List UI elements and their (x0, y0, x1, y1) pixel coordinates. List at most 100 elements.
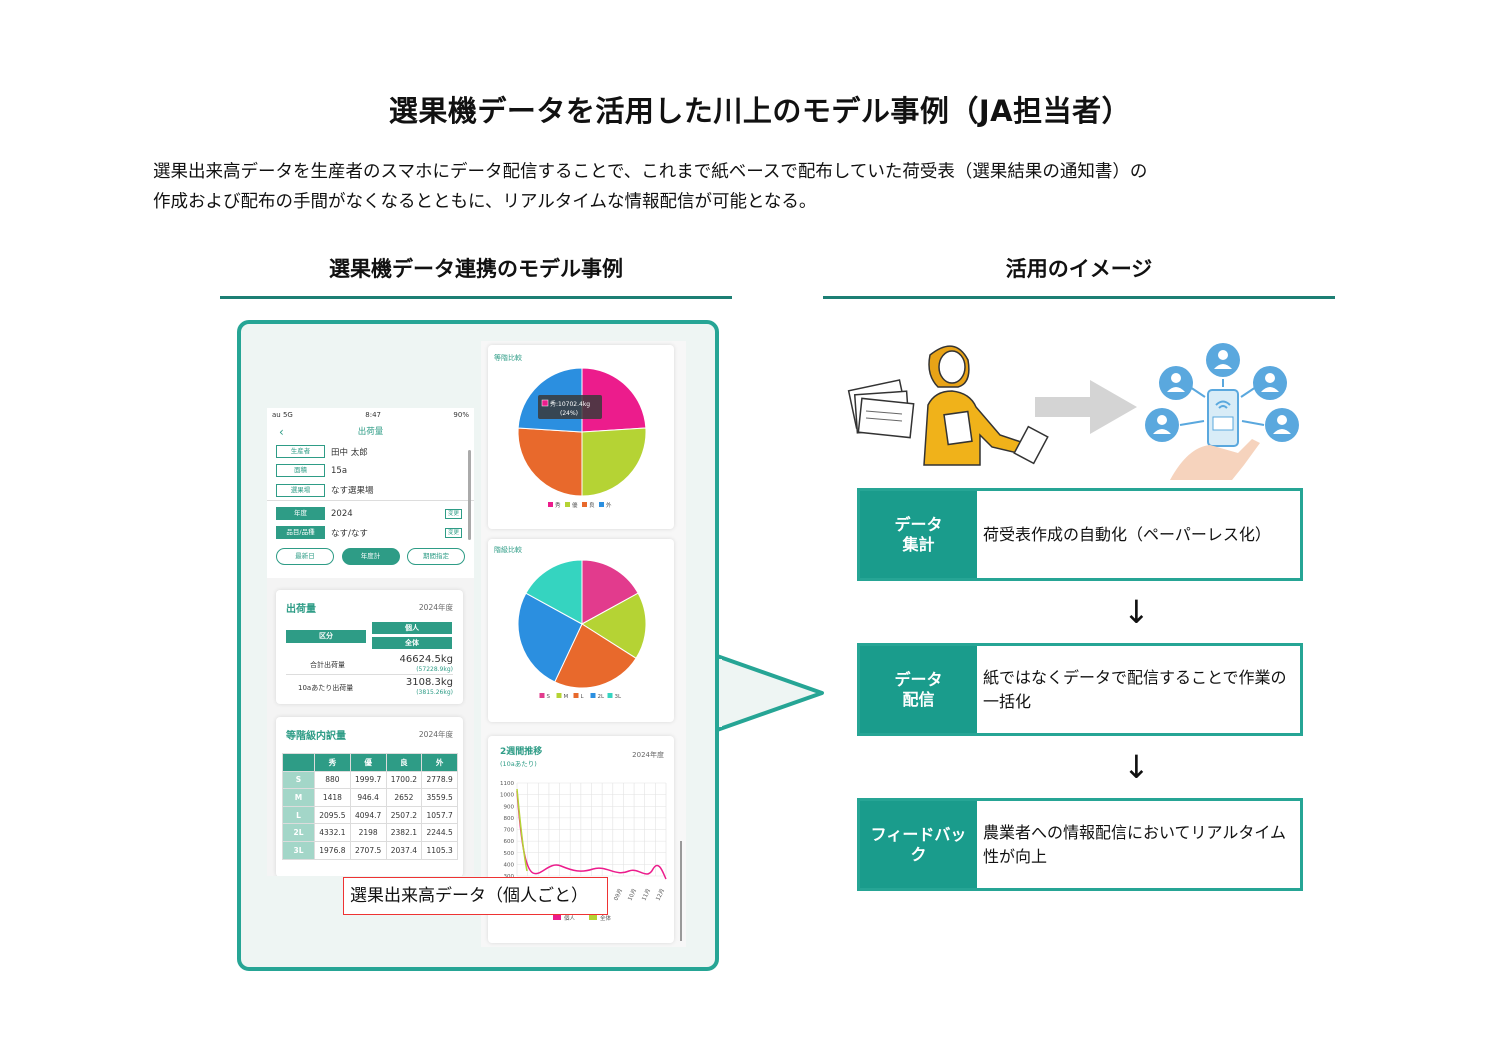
shipment-card: 出荷量 2024年度 区分 個人 全体 合計出荷量 46624.5kg (572… (276, 590, 463, 704)
flow-step-text: 紙ではなくデータで配信することで作業の一括化 (983, 667, 1287, 711)
usage-illustration (847, 343, 1299, 480)
period-segment: 最新日 年度計 期間指定 (267, 548, 474, 565)
item-value: なす/なす (331, 528, 368, 539)
class-pie-legend-swatch (607, 693, 613, 698)
field-row: 面積 15a (267, 461, 474, 480)
carrier-label: au 5G (272, 411, 293, 419)
item-change-button[interactable]: 変更 (444, 527, 462, 538)
right-section-title: 活用のイメージ (1005, 257, 1153, 281)
table-cell: 1999.7 (349, 770, 387, 790)
class-pie-legend-label: 3L (615, 694, 622, 700)
table-cell: 2778.9 (421, 770, 458, 790)
table-cell: 2382.1 (385, 823, 423, 842)
down-arrow-icon: ↓ (1123, 748, 1150, 786)
class-pie-slice (581, 592, 647, 659)
flow-step-feedback: フィードバック 農業者への情報配信においてリアルタイム性が向上 (857, 798, 1303, 891)
trend-year: 2024年度 (632, 751, 664, 759)
flow-label-line: 集計 (902, 534, 935, 554)
flow-label-line: ク (910, 844, 927, 864)
grade-pie-legend-label: 秀 (555, 501, 561, 509)
per10a-shipment-label: 10aあたり出荷量 (298, 684, 354, 692)
trend-legend-label: 全体 (600, 914, 612, 922)
flow-step-aggregation: データ集計 荷受表作成の自動化（ペーパーレス化） (857, 488, 1303, 581)
total-shipment-value: 46624.5kg (399, 654, 454, 665)
flow-label-line: フィードバッ (870, 824, 967, 844)
table-cell: L (282, 805, 315, 825)
table-cell: 1976.8 (314, 840, 351, 860)
grade-pie-legend-swatch (582, 502, 587, 507)
trend-xtick: 12月 (654, 888, 666, 902)
document-icon (1013, 425, 1049, 465)
staff-person-icon (923, 345, 1031, 466)
col-zentai: 全体 (372, 637, 452, 649)
left-section-rule (220, 296, 732, 299)
trend-subtitle: (10aあたり) (500, 760, 537, 768)
col-kojin: 個人 (372, 622, 452, 634)
trend-xtick: 11月 (640, 888, 652, 902)
class-pie-slice (581, 559, 639, 625)
trend-ytick: 1000 (500, 793, 514, 799)
field-row: 選果場 なす選果場 (267, 480, 474, 501)
table-cell: 946.4 (349, 788, 387, 807)
table-cell: 4094.7 (349, 805, 387, 825)
trend-ytick: 500 (504, 851, 515, 857)
class-pie-legend-label: M (564, 694, 569, 700)
table-cell: 880 (314, 770, 351, 790)
class-pie-legend-label: 2L (598, 694, 605, 700)
segment-latest-day[interactable]: 最新日 (276, 548, 334, 565)
grade-pie-legend-label: 優 (572, 501, 578, 509)
phone-status-bar: au 5G 8:47 90% (267, 408, 474, 422)
callout-label: 選果出来高データ（個人ごと） (343, 877, 608, 915)
field-row: 生産者 田中 太郎 (267, 442, 474, 461)
table-header: 優 (349, 753, 387, 772)
flow-step-text: 荷受表作成の自動化（ペーパーレス化） (983, 524, 1271, 544)
charts-scrollbar[interactable] (680, 841, 682, 941)
network-users-icon (1145, 343, 1299, 480)
grade-pie-slice (581, 427, 647, 497)
grade-pie-tooltip-swatch (541, 399, 549, 407)
shipment-card-year: 2024年度 (418, 603, 453, 612)
class-pie-legend-label: S (547, 694, 551, 700)
flow-step-label: データ集計 (860, 491, 977, 578)
table-cell: 1105.3 (421, 840, 458, 860)
table-cell: 1700.2 (385, 770, 423, 790)
trend-ytick: 1100 (500, 781, 514, 787)
class-pie-legend-swatch (539, 693, 545, 698)
grade-pie-title: 等階比較 (494, 354, 522, 362)
class-pie-legend-label: L (581, 694, 585, 700)
right-section-rule (823, 296, 1335, 299)
per10a-shipment-sub: (3815.26kg) (416, 689, 453, 696)
grade-card-year: 2024年度 (418, 730, 453, 739)
year-row: 年度 2024 変更 (267, 504, 474, 523)
table-cell: 1057.7 (421, 805, 458, 825)
grade-pie-slice (517, 427, 583, 497)
battery-label: 90% (453, 411, 469, 419)
class-pie-legend-swatch (556, 693, 562, 698)
table-cell: 2507.2 (385, 805, 423, 825)
segment-year-total[interactable]: 年度計 (341, 548, 400, 565)
year-value: 2024 (331, 508, 353, 519)
down-arrow-icon: ↓ (1123, 593, 1150, 631)
segment-period[interactable]: 期間指定 (407, 548, 465, 565)
phone-screenshot: au 5G 8:47 90% ‹ 出荷量 生産者 田中 太郎 面積 15a 選果… (267, 408, 474, 876)
table-header-row: 秀 優 良 外 (282, 753, 458, 772)
total-shipment-label: 合計出荷量 (310, 661, 345, 669)
flow-step-delivery: データ配信 紙ではなくデータで配信することで作業の一括化 (857, 643, 1303, 736)
trend-ytick: 900 (504, 804, 515, 810)
trend-ytick: 700 (504, 828, 515, 834)
trend-ytick: 600 (504, 839, 515, 845)
flow-step-label: フィードバック (860, 801, 977, 888)
back-chevron-icon[interactable]: ‹ (279, 425, 284, 439)
grade-pie-legend-label: 外 (606, 501, 612, 509)
class-pie-legend-swatch (573, 693, 579, 698)
year-change-button[interactable]: 変更 (444, 508, 462, 519)
phone-scrollbar[interactable] (468, 450, 471, 540)
field-value: 15a (331, 465, 348, 476)
per10a-shipment-value: 3108.3kg (405, 677, 453, 688)
